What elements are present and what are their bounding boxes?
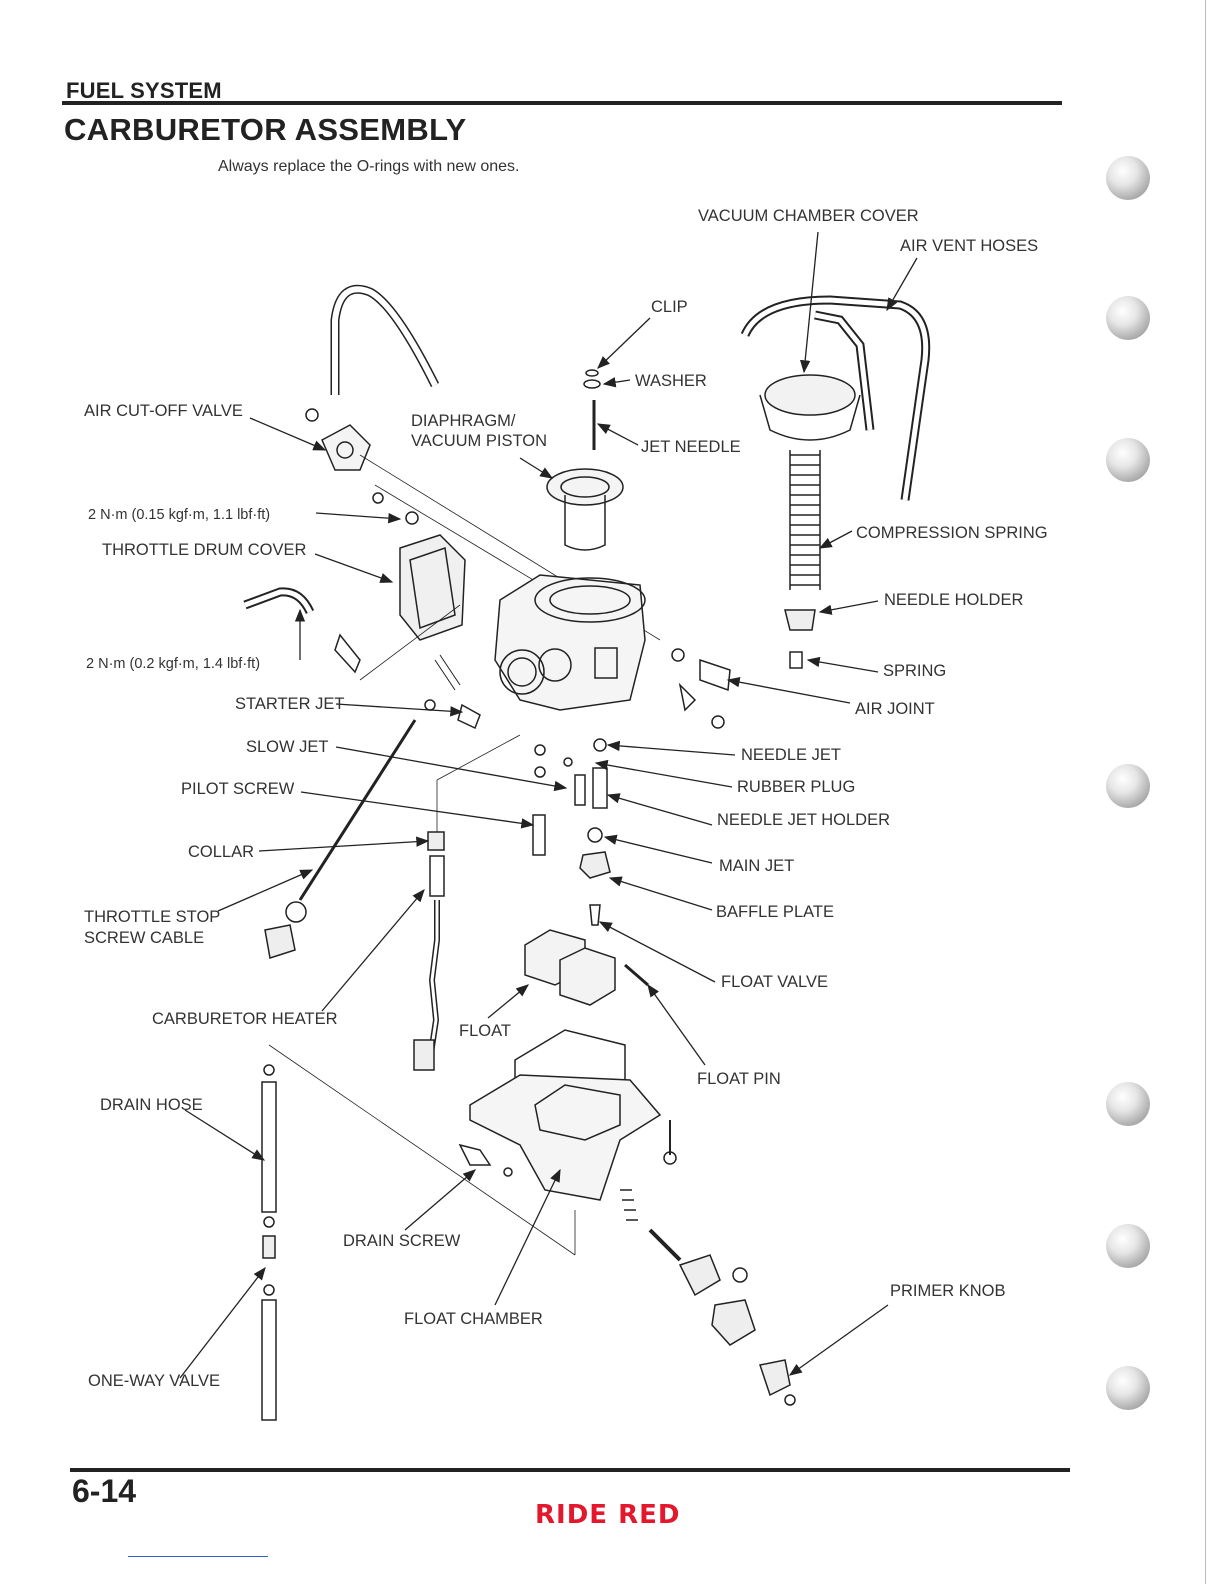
label-throttle-stop: THROTTLE STOP bbox=[84, 908, 221, 926]
assembly-note: Always replace the O-rings with new ones… bbox=[218, 158, 520, 175]
label-starter-jet: STARTER JET bbox=[235, 695, 345, 713]
label-needle-jet: NEEDLE JET bbox=[741, 746, 841, 764]
label-baffle-plate: BAFFLE PLATE bbox=[716, 903, 834, 921]
label-primer-knob: PRIMER KNOB bbox=[890, 1282, 1006, 1300]
label-torque-2: 2 N·m (0.2 kgf·m, 1.4 lbf·ft) bbox=[86, 656, 261, 672]
label-screw-cable: SCREW CABLE bbox=[84, 929, 205, 947]
label-float-pin: FLOAT PIN bbox=[697, 1070, 781, 1088]
label-clip: CLIP bbox=[651, 298, 688, 316]
thumb-tab-6[interactable] bbox=[1106, 1224, 1150, 1268]
page-title: CARBURETOR ASSEMBLY bbox=[64, 112, 467, 147]
label-throttle-drum-cover: THROTTLE DRUM COVER bbox=[102, 541, 307, 559]
label-spring: SPRING bbox=[883, 662, 947, 680]
header-rule bbox=[62, 101, 1062, 105]
label-torque-1: 2 N·m (0.15 kgf·m, 1.1 lbf·ft) bbox=[88, 507, 271, 523]
label-compression-spring: COMPRESSION SPRING bbox=[856, 524, 1048, 542]
thumb-tab-7[interactable] bbox=[1106, 1366, 1150, 1410]
thumb-tab-2[interactable] bbox=[1106, 296, 1150, 340]
label-carburetor-heater: CARBURETOR HEATER bbox=[152, 1010, 338, 1028]
label-slow-jet: SLOW JET bbox=[246, 738, 329, 756]
label-air-cutoff-valve: AIR CUT-OFF VALVE bbox=[84, 402, 243, 420]
label-main-jet: MAIN JET bbox=[719, 857, 795, 875]
thumb-tab-5[interactable] bbox=[1106, 1082, 1150, 1126]
page-edge bbox=[1205, 0, 1206, 1584]
label-float-valve: FLOAT VALVE bbox=[721, 973, 828, 991]
label-pilot-screw: PILOT SCREW bbox=[181, 780, 295, 798]
label-washer: WASHER bbox=[635, 372, 707, 390]
label-diaphragm: DIAPHRAGM/ bbox=[411, 412, 516, 430]
label-drain-screw: DRAIN SCREW bbox=[343, 1232, 461, 1250]
brand-logo: RIDE RED bbox=[535, 1500, 681, 1530]
label-collar: COLLAR bbox=[188, 843, 255, 861]
page-number: 6-14 bbox=[72, 1473, 137, 1509]
label-float: FLOAT bbox=[459, 1022, 511, 1040]
label-jet-needle: JET NEEDLE bbox=[641, 438, 741, 456]
label-air-vent-hoses: AIR VENT HOSES bbox=[900, 237, 1039, 255]
label-one-way-valve: ONE-WAY VALVE bbox=[88, 1372, 221, 1390]
thumb-tab-4[interactable] bbox=[1106, 764, 1150, 808]
thumb-tab-1[interactable] bbox=[1106, 156, 1150, 200]
footer-rule bbox=[70, 1468, 1070, 1472]
section-title: FUEL SYSTEM bbox=[66, 78, 222, 103]
thumb-tab-3[interactable] bbox=[1106, 438, 1150, 482]
label-air-joint: AIR JOINT bbox=[855, 700, 935, 718]
label-float-chamber: FLOAT CHAMBER bbox=[404, 1310, 543, 1328]
label-vacuum-piston: VACUUM PISTON bbox=[411, 432, 547, 450]
label-rubber-plug: RUBBER PLUG bbox=[737, 778, 856, 796]
label-vacuum-chamber-cover: VACUUM CHAMBER COVER bbox=[698, 207, 919, 225]
link-underline bbox=[128, 1556, 268, 1557]
label-needle-holder: NEEDLE HOLDER bbox=[884, 591, 1024, 609]
label-needle-jet-holder: NEEDLE JET HOLDER bbox=[717, 811, 890, 829]
label-drain-hose: DRAIN HOSE bbox=[100, 1096, 203, 1114]
